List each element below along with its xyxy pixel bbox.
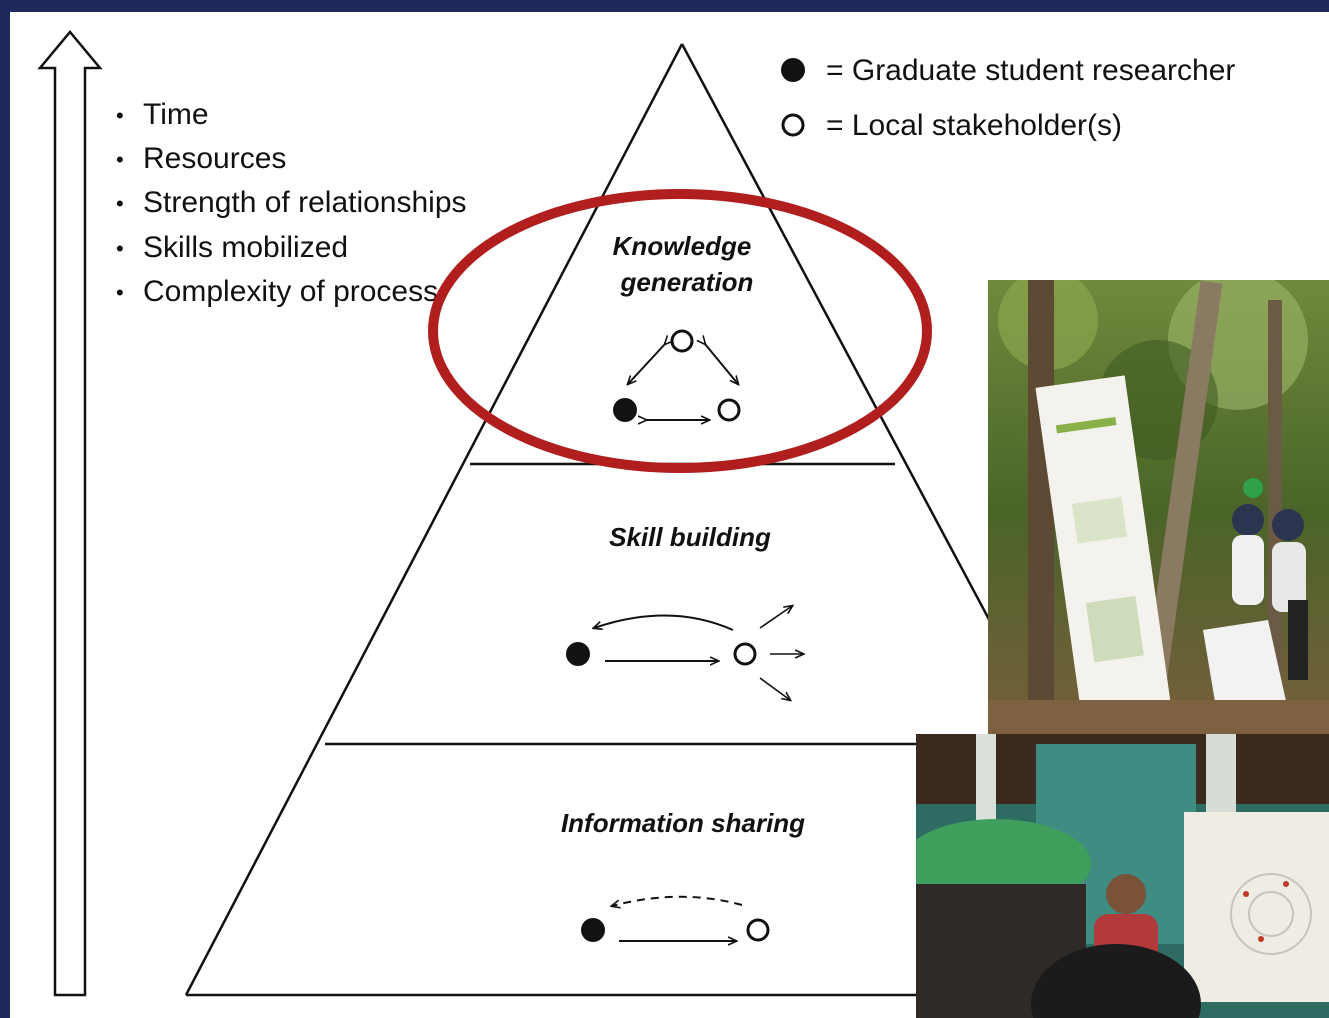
factor-bullet: • xyxy=(116,280,124,305)
filled-circle-icon xyxy=(781,58,805,82)
forest-workshop-photo xyxy=(988,280,1329,748)
highlight-ellipse xyxy=(428,189,932,473)
factor-list: • Time • Resources • Strength of relatio… xyxy=(116,98,467,308)
knowledge-network-icon xyxy=(613,329,741,422)
factor-bullet: • xyxy=(116,191,124,216)
indoor-meeting-photo xyxy=(916,734,1329,1018)
information-network-icon xyxy=(581,895,770,942)
factor-bullet: • xyxy=(116,147,124,172)
legend-filled-label: = Graduate student researcher xyxy=(826,54,1235,87)
increase-arrow-icon xyxy=(37,30,103,997)
tier-skill-label: Skill building xyxy=(609,522,771,552)
factor-bullet: • xyxy=(116,236,124,261)
skill-network-icon xyxy=(566,606,803,700)
meeting-photo-icon xyxy=(916,734,1329,1018)
tier-information-label: Information sharing xyxy=(561,808,805,838)
pyramid-diagram: • Time • Resources • Strength of relatio… xyxy=(37,30,1235,997)
factor-complexity: Complexity of process xyxy=(143,275,438,308)
tier-knowledge-label-line2: generation xyxy=(620,267,754,297)
forest-photo-icon xyxy=(988,280,1329,748)
open-circle-icon xyxy=(781,113,805,137)
legend: = Graduate student researcher = Local st… xyxy=(781,54,1235,142)
factor-relationships: Strength of relationships xyxy=(143,186,467,219)
factor-skills: Skills mobilized xyxy=(143,231,348,264)
factor-bullet: • xyxy=(116,103,124,128)
factor-time: Time xyxy=(143,98,209,131)
legend-open-label: = Local stakeholder(s) xyxy=(826,109,1122,142)
factor-resources: Resources xyxy=(143,142,286,175)
tier-knowledge-label-line1: Knowledge xyxy=(613,231,752,261)
slide-canvas: • Time • Resources • Strength of relatio… xyxy=(10,12,1329,1018)
